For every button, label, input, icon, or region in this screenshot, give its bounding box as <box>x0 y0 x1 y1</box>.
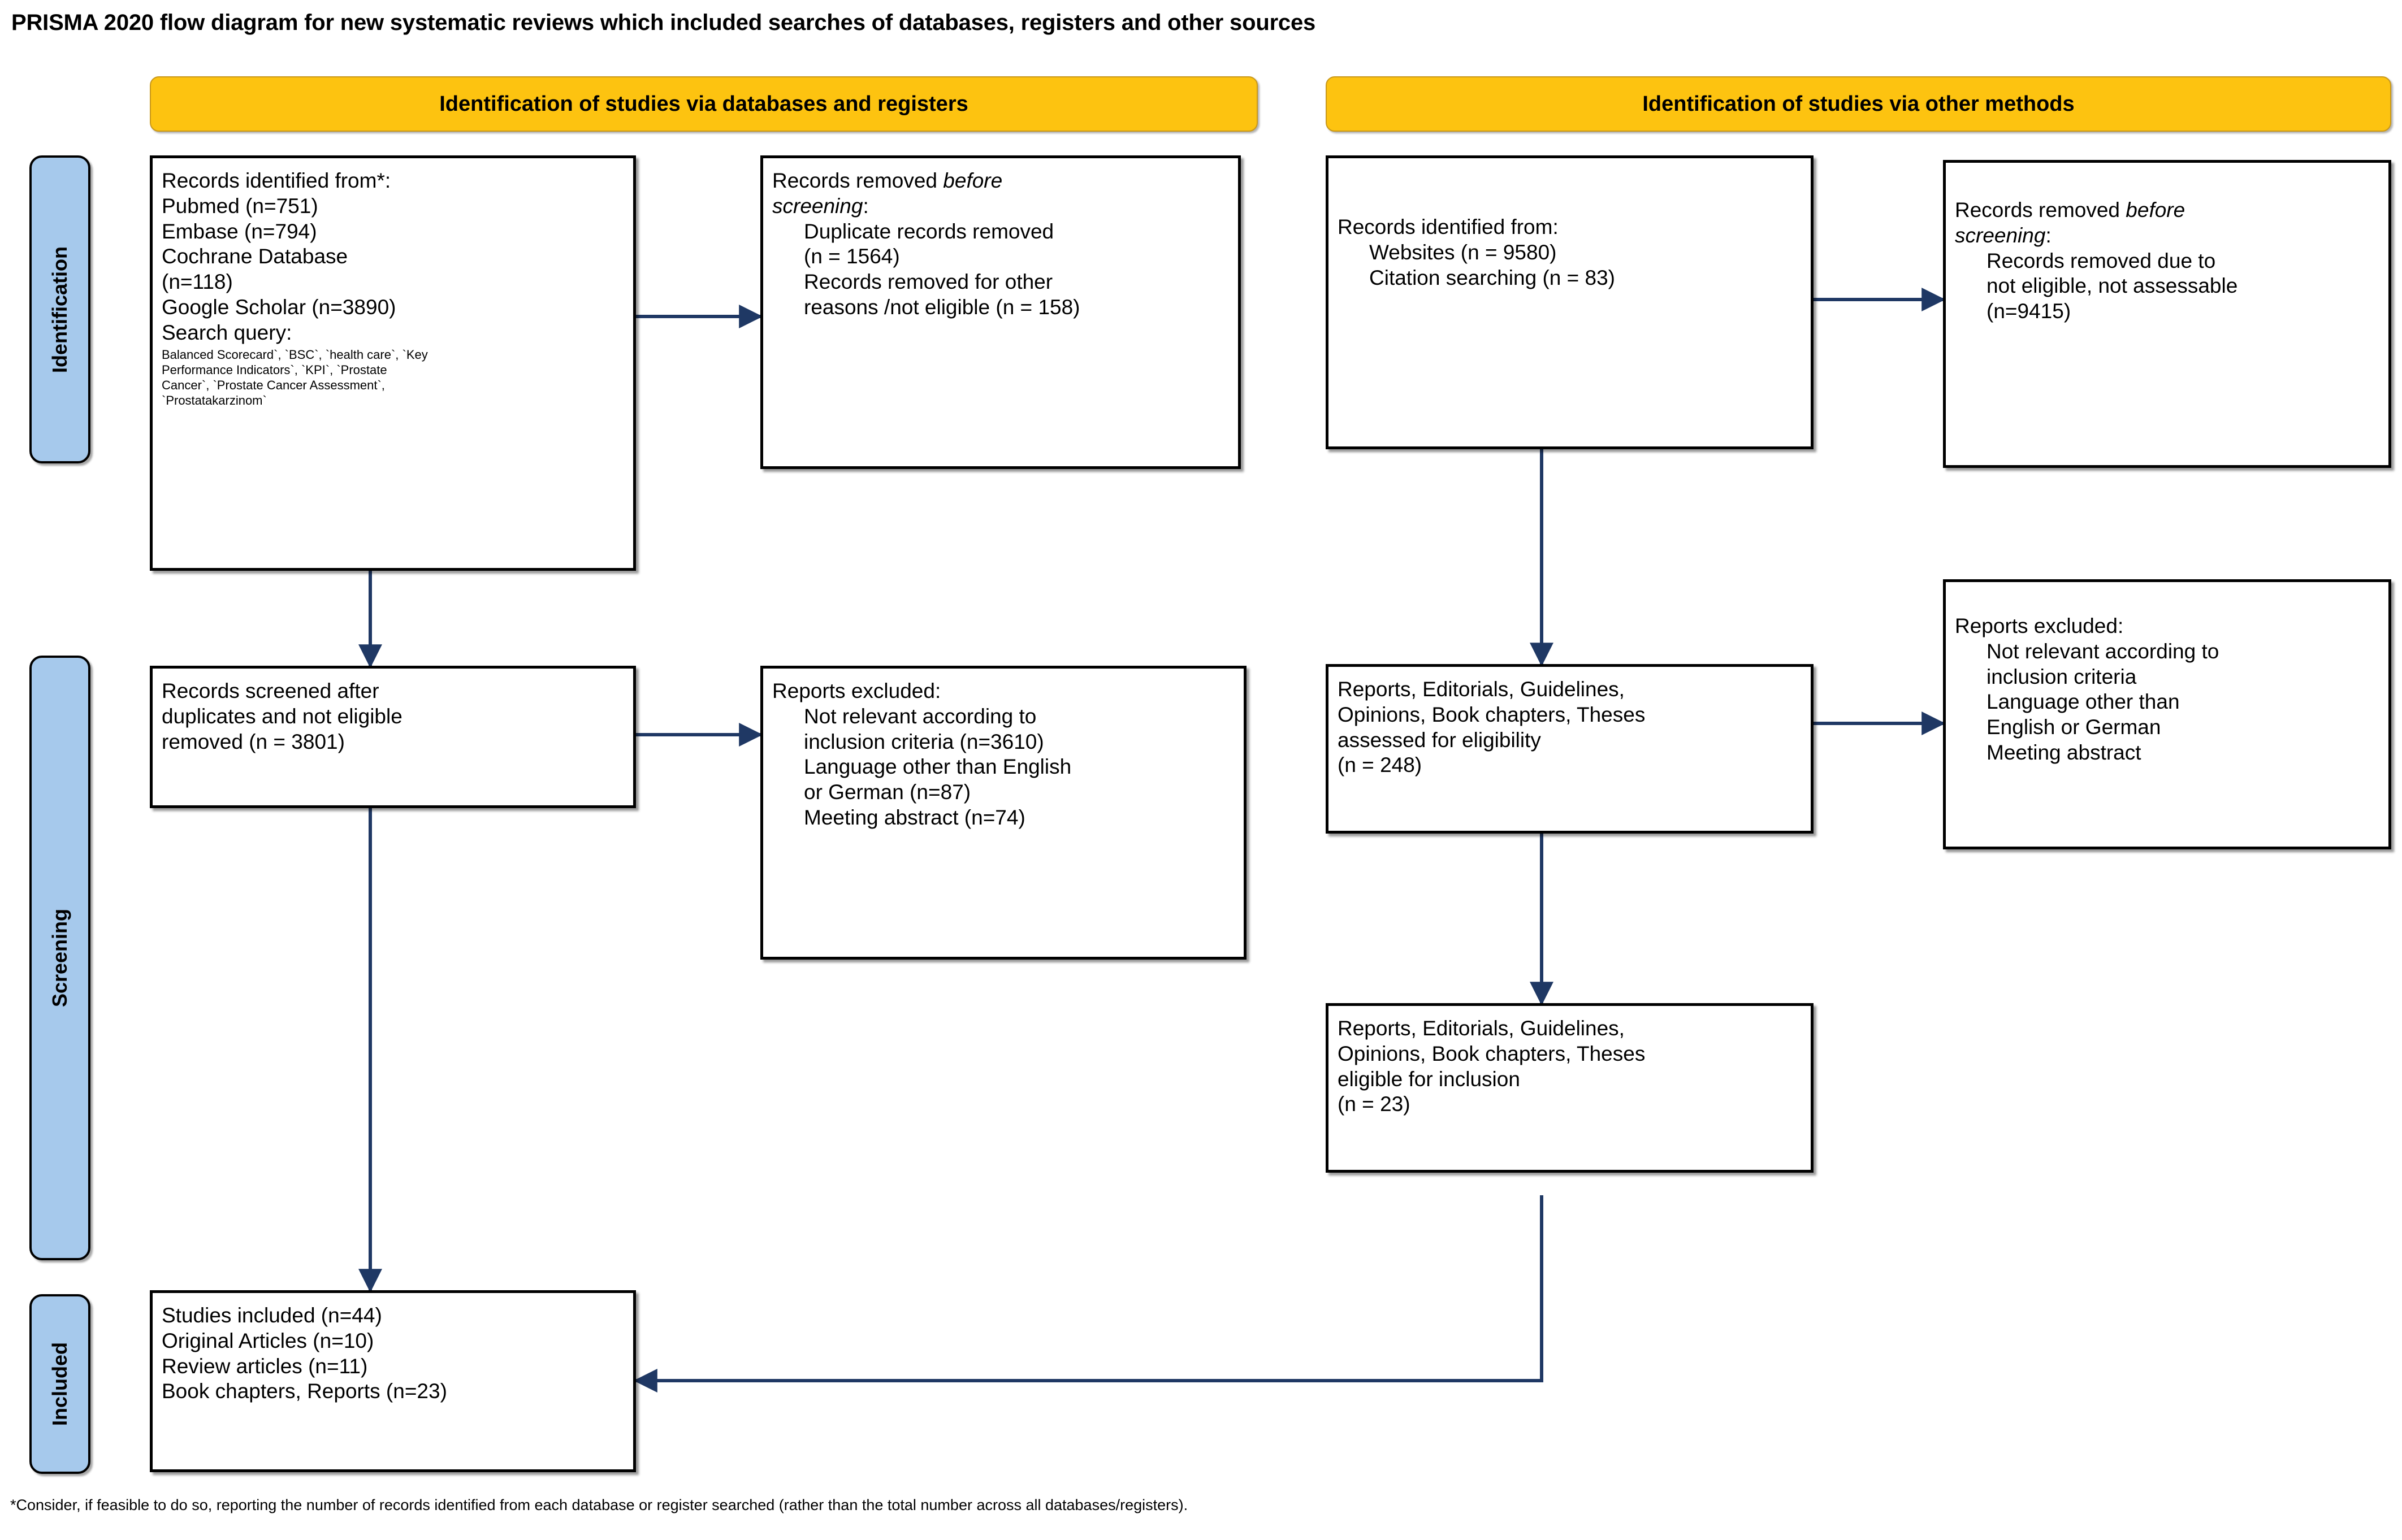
box-records-identified-databases: Records identified from*: Pubmed (n=751)… <box>150 155 636 571</box>
line: Google Scholar (n=3890) <box>162 295 396 319</box>
box-records-removed-before-screening-databases: Records removed before screening: Duplic… <box>760 155 1241 469</box>
line: or German (n=87) <box>804 780 971 804</box>
side-label-included: Included <box>29 1294 90 1474</box>
line: Records identified from*: <box>162 169 391 192</box>
line: Records removed due to <box>1986 249 2216 272</box>
line: Records screened after <box>162 679 379 702</box>
line: Opinions, Book chapters, Theses <box>1338 702 1646 726</box>
box-heading: Reports excluded: <box>1955 614 2124 637</box>
line: assessed for eligibility <box>1338 728 1541 752</box>
line: duplicates and not eligible <box>162 704 403 728</box>
box-heading-cont: screening: <box>1955 223 2379 249</box>
line: removed (n = 3801) <box>162 730 345 753</box>
heading-emphasis: screening <box>1955 223 2046 247</box>
line: Meeting abstract (n=74) <box>804 805 1025 829</box>
line: Embase (n=794) <box>162 219 317 243</box>
line: Studies included (n=44) <box>162 1304 382 1327</box>
line: Original Articles (n=10) <box>162 1329 374 1352</box>
line: Not relevant according to <box>1986 639 2219 663</box>
side-label-text: Identification <box>48 246 71 373</box>
search-query-text: Balanced Scorecard`, `BSC`, `health care… <box>162 348 624 408</box>
connector-eligible-to-included <box>633 1195 1543 1392</box>
line: (n = 1564) <box>804 245 900 268</box>
heading-text: Records removed <box>772 169 944 192</box>
line: not eligible, not assessable <box>1986 274 2238 298</box>
box-heading: Records removed before <box>1955 198 2379 223</box>
box-reports-excluded-other-methods: Reports excluded: Not relevant according… <box>1943 579 2391 849</box>
box-heading: Records removed before <box>772 168 1229 194</box>
line: reasons /not eligible (n = 158) <box>804 295 1080 319</box>
line: Search query: <box>162 320 292 344</box>
box-reports-assessed-for-eligibility: Reports, Editorials, Guidelines, Opinion… <box>1326 664 1814 834</box>
line: Citation searching (n = 83) <box>1369 266 1615 289</box>
heading-colon: : <box>2045 223 2052 247</box>
stage-header-label: Identification of studies via databases … <box>439 92 968 116</box>
footnote: *Consider, if feasible to do so, reporti… <box>10 1496 1188 1513</box>
box-heading: Records identified from: <box>1338 215 1559 238</box>
stage-header-label: Identification of studies via other meth… <box>1642 92 2075 116</box>
box-records-screened: Records screened after duplicates and no… <box>150 666 636 808</box>
line: Pubmed (n=751) <box>162 194 318 218</box>
box-reports-eligible-for-inclusion: Reports, Editorials, Guidelines, Opinion… <box>1326 1003 1814 1173</box>
heading-emphasis: before <box>2126 198 2185 222</box>
side-label-identification: Identification <box>29 155 90 463</box>
line: Cancer`, `Prostate Cancer Assessment`, <box>162 378 385 393</box>
stage-header-other-methods: Identification of studies via other meth… <box>1326 76 2391 132</box>
box-records-removed-before-screening-other: Records removed before screening: Record… <box>1943 160 2391 468</box>
line: Cochrane Database <box>162 245 348 268</box>
line: (n=9415) <box>1986 300 2071 323</box>
stage-header-databases-registers: Identification of studies via databases … <box>150 76 1258 132</box>
box-reports-excluded-databases: Reports excluded: Not relevant according… <box>760 666 1247 960</box>
box-studies-included: Studies included (n=44) Original Article… <box>150 1290 636 1472</box>
side-label-screening: Screening <box>29 656 90 1260</box>
heading-emphasis: before <box>943 169 1003 192</box>
line: Balanced Scorecard`, `BSC`, `health care… <box>162 348 428 362</box>
line: Websites (n = 9580) <box>1369 240 1557 264</box>
box-heading: Reports excluded: <box>772 679 941 702</box>
line: (n = 23) <box>1338 1092 1410 1116</box>
line: Book chapters, Reports (n=23) <box>162 1380 447 1403</box>
line: Review articles (n=11) <box>162 1354 368 1378</box>
box-records-identified-other-methods: Records identified from: Websites (n = 9… <box>1326 155 1814 449</box>
heading-emphasis: screening <box>772 194 863 218</box>
line: Reports, Editorials, Guidelines, <box>1338 1017 1625 1040</box>
line: Reports, Editorials, Guidelines, <box>1338 678 1625 701</box>
line: (n=118) <box>162 270 233 294</box>
line: Opinions, Book chapters, Theses <box>1338 1042 1646 1065</box>
side-label-text: Included <box>48 1342 72 1426</box>
line: Language other than <box>1986 690 2180 714</box>
line: Meeting abstract <box>1986 740 2141 764</box>
page-title: PRISMA 2020 flow diagram for new systema… <box>11 10 1316 35</box>
line: `Prostatakarzinom` <box>162 393 267 407</box>
line: Records removed for other <box>804 270 1053 294</box>
line: Duplicate records removed <box>804 219 1054 243</box>
line: eligible for inclusion <box>1338 1067 1520 1091</box>
side-label-text: Screening <box>48 908 71 1008</box>
line: (n = 248) <box>1338 753 1422 777</box>
line: inclusion criteria (n=3610) <box>804 730 1044 753</box>
box-heading-cont: screening: <box>772 194 1229 219</box>
line: Language other than English <box>804 755 1072 779</box>
line: Not relevant according to <box>804 704 1037 728</box>
heading-colon: : <box>863 194 869 218</box>
line: Performance Indicators`, `KPI`, `Prostat… <box>162 363 387 378</box>
line: inclusion criteria <box>1986 665 2137 688</box>
heading-text: Records removed <box>1955 198 2126 222</box>
line: English or German <box>1986 715 2161 739</box>
